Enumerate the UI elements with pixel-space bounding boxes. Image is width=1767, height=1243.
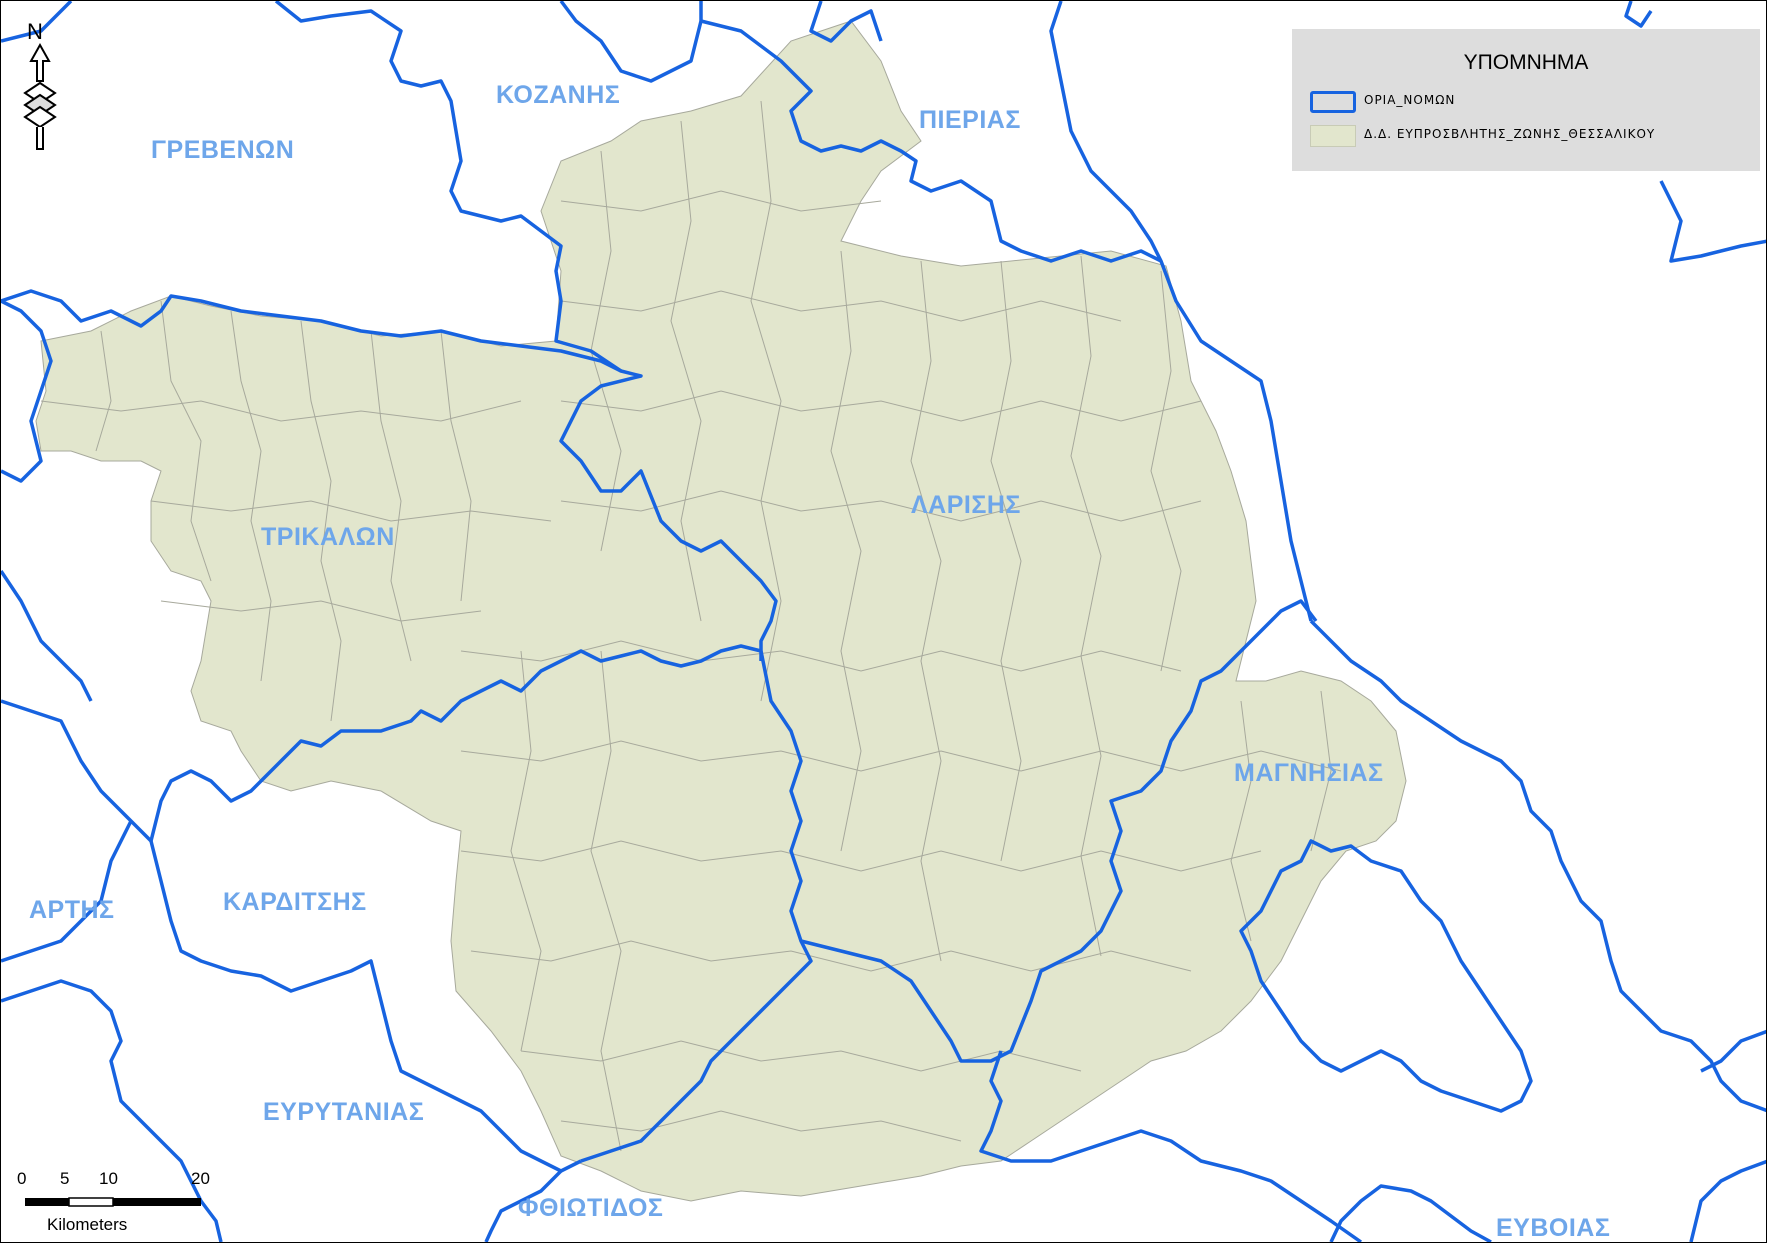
- region-label-evia: ΕΥΒΟΙΑΣ: [1496, 1214, 1611, 1242]
- north-letter: N: [27, 21, 43, 44]
- region-label-karditsa: ΚΑΡΔΙΤΣΗΣ: [223, 888, 367, 916]
- north-arrow: N: [19, 19, 61, 151]
- region-label-larisa: ΛΑΡΙΣΗΣ: [911, 491, 1021, 519]
- legend-swatch-zone: [1310, 125, 1356, 147]
- scale-tick-5: 5: [60, 1169, 70, 1188]
- scale-bar: 0 5 10 20 Kilometers: [15, 1169, 215, 1241]
- legend-swatch-boundaries: [1310, 91, 1356, 113]
- region-label-evrytania: ΕΥΡΥΤΑΝΙΑΣ: [263, 1098, 425, 1126]
- scale-bar-graphic: [25, 1197, 201, 1207]
- north-arrow-icon: N: [23, 19, 57, 150]
- region-label-pieria: ΠΙΕΡΙΑΣ: [919, 106, 1021, 134]
- region-label-magnesia: ΜΑΓΝΗΣΙΑΣ: [1234, 759, 1384, 787]
- region-label-trikala: ΤΡΙΚΑΛΩΝ: [261, 523, 395, 551]
- scale-tick-0: 0: [17, 1169, 27, 1188]
- legend-label-boundaries: ΟΡΙΑ_ΝΟΜΩΝ: [1364, 93, 1456, 107]
- scale-unit-label: Kilometers: [47, 1215, 128, 1234]
- region-label-arta: ΑΡΤΗΣ: [29, 896, 115, 924]
- scale-tick-20: 20: [191, 1169, 210, 1188]
- legend-label-zone: Δ.Δ. ΕΥΠΡΟΣΒΛΗΤΗΣ_ΖΩΝΗΣ_ΘΕΣΣΑΛΙΚΟΥ: [1364, 127, 1656, 141]
- region-label-kozani: ΚΟΖΑΝΗΣ: [496, 81, 621, 109]
- subdivision-lines: [40, 100, 1342, 1152]
- scale-tick-10: 10: [99, 1169, 118, 1188]
- vulnerable-zone-area[interactable]: [35, 20, 1407, 1202]
- region-label-grevena: ΓΡΕΒΕΝΩΝ: [151, 136, 295, 164]
- region-label-fthiotida: ΦΘΙΩΤΙΔΟΣ: [518, 1194, 664, 1222]
- legend: ΥΠΟΜΝΗΜΑ ΟΡΙΑ_ΝΟΜΩΝ Δ.Δ. ΕΥΠΡΟΣΒΛΗΤΗΣ_ΖΩ…: [1292, 29, 1760, 171]
- legend-title: ΥΠΟΜΝΗΜΑ: [1463, 51, 1589, 74]
